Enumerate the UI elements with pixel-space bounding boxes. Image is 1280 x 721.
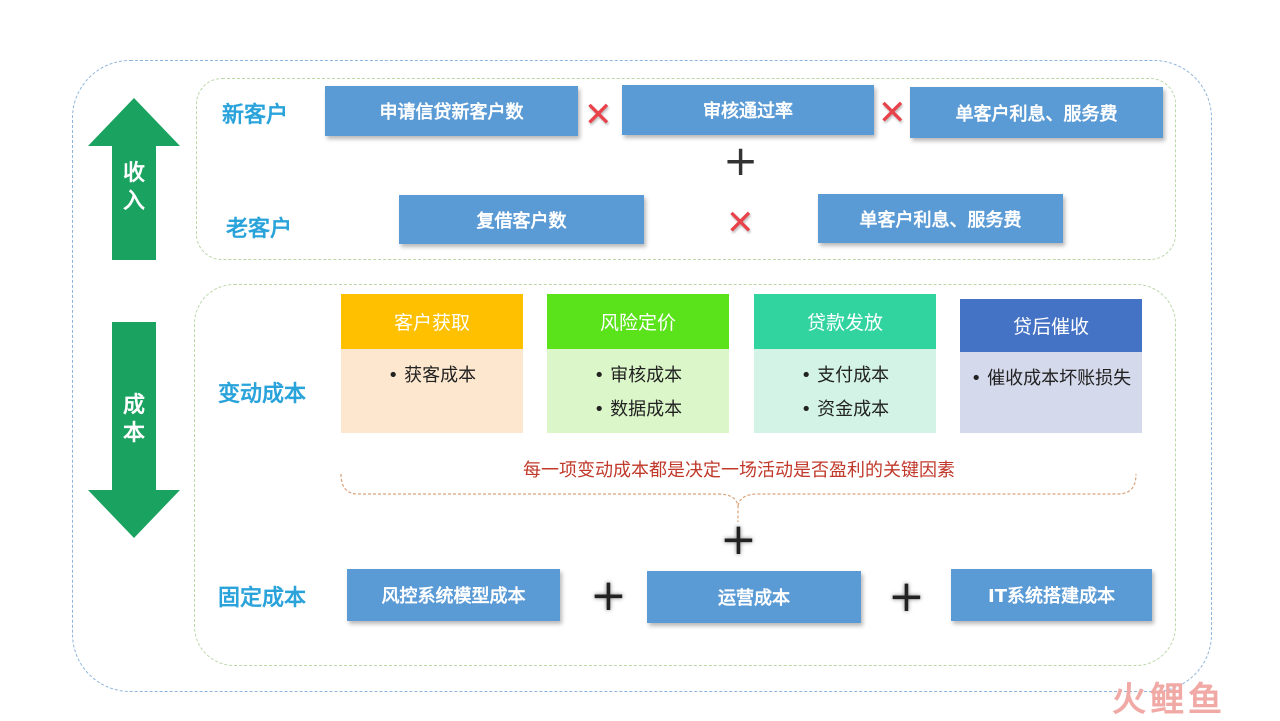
card-item: • 审核成本 xyxy=(593,365,683,386)
new-customer-applicants-box: 申请信贷新客户数 xyxy=(325,86,578,136)
variable-cost-label: 变动成本 xyxy=(218,382,307,407)
it-system-cost-box: IT系统搭建成本 xyxy=(951,569,1152,621)
old-customer-label: 老客户 xyxy=(226,217,293,242)
cost-card-loan-disbursement: 贷款发放 • 支付成本 • 资金成本 xyxy=(754,294,936,433)
card-item: • 催收成本坏账损失 xyxy=(970,368,1132,389)
card-item: • 数据成本 xyxy=(593,399,683,420)
card-item: • 支付成本 xyxy=(800,365,890,386)
cost-arrow-label: 成本 xyxy=(122,393,145,446)
cost-down-arrow xyxy=(88,322,180,538)
variable-cost-note: 每一项变动成本都是决定一场活动是否盈利的关键因素 xyxy=(523,460,955,481)
old-customer-interest-box: 单客户利息、服务费 xyxy=(818,194,1063,243)
operation-cost-box: 运营成本 xyxy=(647,571,861,623)
repeat-borrowers-box: 复借客户数 xyxy=(399,195,644,244)
card-header: 贷后催收 xyxy=(960,299,1142,352)
multiply-icon: ✕ xyxy=(726,203,755,243)
plus-icon: + xyxy=(720,514,757,565)
card-item: • 资金成本 xyxy=(800,399,890,420)
card-item: • 获客成本 xyxy=(387,365,477,386)
brace-bracket xyxy=(340,473,1137,522)
approval-rate-box: 审核通过率 xyxy=(622,85,874,135)
card-body: • 审核成本 • 数据成本 xyxy=(547,349,729,433)
cost-card-risk-pricing: 风险定价 • 审核成本 • 数据成本 xyxy=(547,294,729,433)
card-body: • 获客成本 xyxy=(341,349,523,433)
new-customer-label: 新客户 xyxy=(222,103,289,128)
cost-card-customer-acquisition: 客户获取 • 获客成本 xyxy=(341,294,523,433)
outer-frame xyxy=(72,60,1212,692)
logo-watermark: 火鲤鱼 xyxy=(1112,680,1226,720)
income-up-arrow xyxy=(88,98,180,260)
plus-icon: + xyxy=(888,571,925,622)
income-arrow-label: 收入 xyxy=(122,161,145,214)
multiply-icon: ✕ xyxy=(878,93,907,133)
multiply-icon: ✕ xyxy=(584,95,613,135)
card-header: 客户获取 xyxy=(341,294,523,349)
income-frame xyxy=(196,78,1176,260)
new-customer-interest-box: 单客户利息、服务费 xyxy=(910,87,1163,138)
card-body: • 催收成本坏账损失 xyxy=(960,352,1142,433)
plus-icon: + xyxy=(723,136,759,185)
card-header: 风险定价 xyxy=(547,294,729,349)
plus-icon: + xyxy=(590,570,627,621)
cost-card-collection: 贷后催收 • 催收成本坏账损失 xyxy=(960,299,1142,433)
cost-frame xyxy=(194,284,1176,666)
fixed-cost-label: 固定成本 xyxy=(218,586,307,611)
card-body: • 支付成本 • 资金成本 xyxy=(754,349,936,433)
card-header: 贷款发放 xyxy=(754,294,936,349)
risk-model-cost-box: 风控系统模型成本 xyxy=(347,569,560,621)
